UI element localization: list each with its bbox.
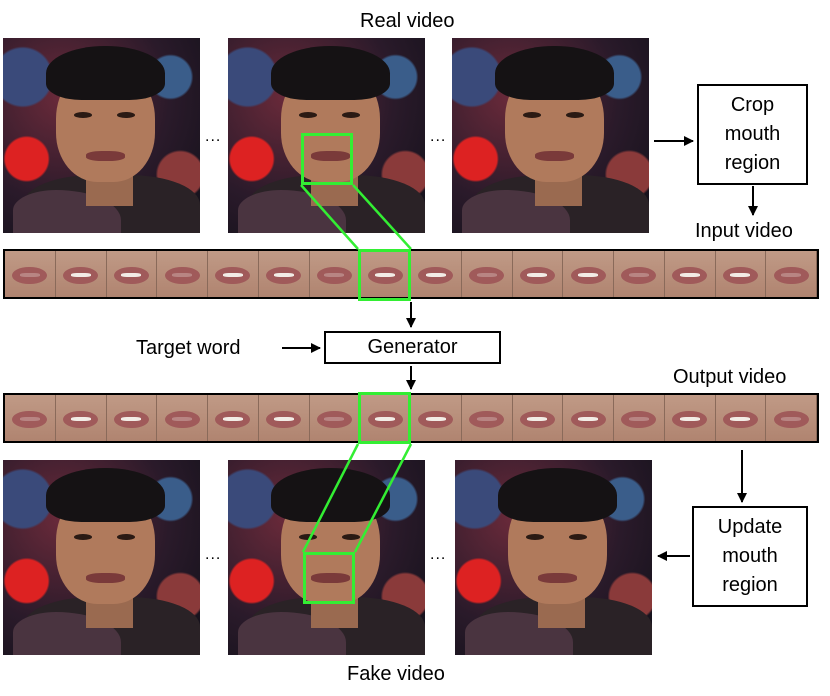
zoom-line-top-left xyxy=(300,184,359,250)
mouth-frame xyxy=(715,395,767,441)
real-frame-1 xyxy=(3,38,200,233)
input-strip-highlight xyxy=(358,249,411,301)
mouth-frame xyxy=(411,395,462,441)
generator-box: Generator xyxy=(324,331,501,364)
mouth-frame xyxy=(512,251,564,297)
fake-ellipsis-1: ... xyxy=(205,546,222,563)
mouth-frame xyxy=(512,395,564,441)
mouth-frame xyxy=(309,395,361,441)
mouth-frame xyxy=(766,395,817,441)
update-mouth-region-box: Update mouth region xyxy=(692,506,808,607)
mouth-frame xyxy=(157,395,208,441)
mouth-frame xyxy=(5,395,56,441)
zoom-line-top-right xyxy=(352,184,412,250)
mouth-frame xyxy=(55,251,107,297)
target-word-label: Target word xyxy=(136,337,241,359)
mouth-frame xyxy=(55,395,107,441)
mouth-frame xyxy=(563,251,614,297)
mouth-frame xyxy=(563,395,614,441)
crop-mouth-region-box: Crop mouth region xyxy=(697,84,808,185)
mouth-frame xyxy=(360,395,411,441)
mouth-frame xyxy=(208,395,259,441)
zoom-line-bottom-right xyxy=(353,443,413,553)
crop-line-1: Crop xyxy=(730,94,775,116)
output-video-label: Output video xyxy=(673,366,787,388)
mouth-frame xyxy=(106,395,158,441)
mouth-frame xyxy=(258,395,310,441)
crop-line-3: region xyxy=(724,152,781,174)
fake-frame-3 xyxy=(455,460,652,655)
output-video-strip xyxy=(3,393,819,443)
mouth-frame xyxy=(664,395,716,441)
mouth-frame xyxy=(258,251,310,297)
mouth-frame xyxy=(766,251,817,297)
update-line-1: Update xyxy=(717,516,783,538)
input-video-strip xyxy=(3,249,819,299)
real-frame-3 xyxy=(452,38,649,233)
zoom-line-bottom-left xyxy=(301,443,360,553)
mouth-frame xyxy=(208,251,259,297)
fake-frame-2 xyxy=(228,460,425,655)
mouth-frame xyxy=(5,251,56,297)
real-ellipsis-2: ... xyxy=(430,128,447,145)
mouth-frame xyxy=(360,251,411,297)
fake-ellipsis-2: ... xyxy=(430,546,447,563)
mouth-frame xyxy=(106,251,158,297)
mouth-frame xyxy=(411,251,462,297)
fake-video-label: Fake video xyxy=(347,663,445,685)
mouth-frame xyxy=(309,251,361,297)
mouth-frame xyxy=(715,251,767,297)
update-line-2: mouth xyxy=(722,545,778,567)
real-video-label: Real video xyxy=(360,10,455,32)
mouth-frame xyxy=(614,251,665,297)
output-strip-highlight xyxy=(358,392,411,444)
input-video-label: Input video xyxy=(695,220,793,242)
fake-frame-1 xyxy=(3,460,200,655)
real-ellipsis-1: ... xyxy=(205,128,222,145)
mouth-frame xyxy=(664,251,716,297)
mouth-frame xyxy=(614,395,665,441)
fake-mouth-highlight xyxy=(303,552,355,604)
mouth-frame xyxy=(461,251,513,297)
update-line-3: region xyxy=(722,574,778,596)
crop-line-2: mouth xyxy=(724,123,781,145)
mouth-frame xyxy=(461,395,513,441)
mouth-frame xyxy=(157,251,208,297)
real-mouth-highlight xyxy=(301,133,353,185)
